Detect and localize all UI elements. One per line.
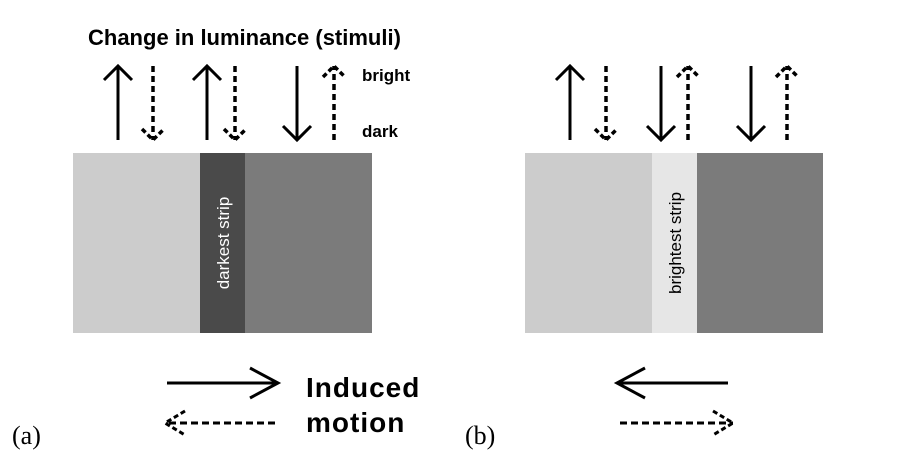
solid-up-arrow-icon	[102, 63, 134, 140]
solid-down-arrow-icon	[645, 66, 677, 143]
panel-b-label: (b)	[465, 421, 495, 450]
diagram-title: Change in luminance (stimuli)	[88, 25, 401, 50]
panel-b-stimulus: brightest strip	[525, 153, 823, 333]
solid-left-arrow-icon	[613, 366, 728, 400]
brightest-strip-label: brightest strip	[666, 192, 685, 294]
panel-b-luminance-arrows	[554, 63, 800, 143]
induced-motion-label-line2: motion	[306, 407, 405, 438]
dashed-down-arrow-icon	[222, 66, 248, 143]
dashed-left-arrow-icon	[162, 409, 275, 437]
panel-a-light-region	[73, 153, 200, 333]
solid-up-arrow-icon	[191, 63, 223, 140]
panel-a-mid-region	[245, 153, 372, 333]
panel-b-brightest-strip	[652, 153, 697, 333]
darkest-strip-label: darkest strip	[214, 197, 233, 290]
panel-b-mid-region	[697, 153, 823, 333]
solid-down-arrow-icon	[281, 66, 313, 143]
panel-a-label: (a)	[12, 421, 41, 450]
solid-up-arrow-icon	[554, 63, 586, 140]
dashed-down-arrow-icon	[140, 66, 166, 143]
panel-a-stimulus: darkest strip	[73, 153, 372, 333]
panel-b-light-region	[525, 153, 652, 333]
dashed-right-arrow-icon	[620, 409, 736, 437]
dark-label: dark	[362, 122, 398, 141]
dashed-up-arrow-icon	[774, 63, 800, 140]
dashed-up-arrow-icon	[321, 63, 347, 140]
bright-label: bright	[362, 66, 410, 85]
dashed-up-arrow-icon	[675, 63, 701, 140]
solid-down-arrow-icon	[735, 66, 767, 143]
panel-a-luminance-arrows	[102, 63, 347, 143]
panel-a-darkest-strip	[200, 153, 245, 333]
induced-motion-label-line1: Induced	[306, 372, 420, 403]
panel-a-motion-arrows	[162, 366, 282, 437]
solid-right-arrow-icon	[167, 366, 282, 400]
dashed-down-arrow-icon	[593, 66, 619, 143]
panel-b-motion-arrows	[613, 366, 736, 437]
